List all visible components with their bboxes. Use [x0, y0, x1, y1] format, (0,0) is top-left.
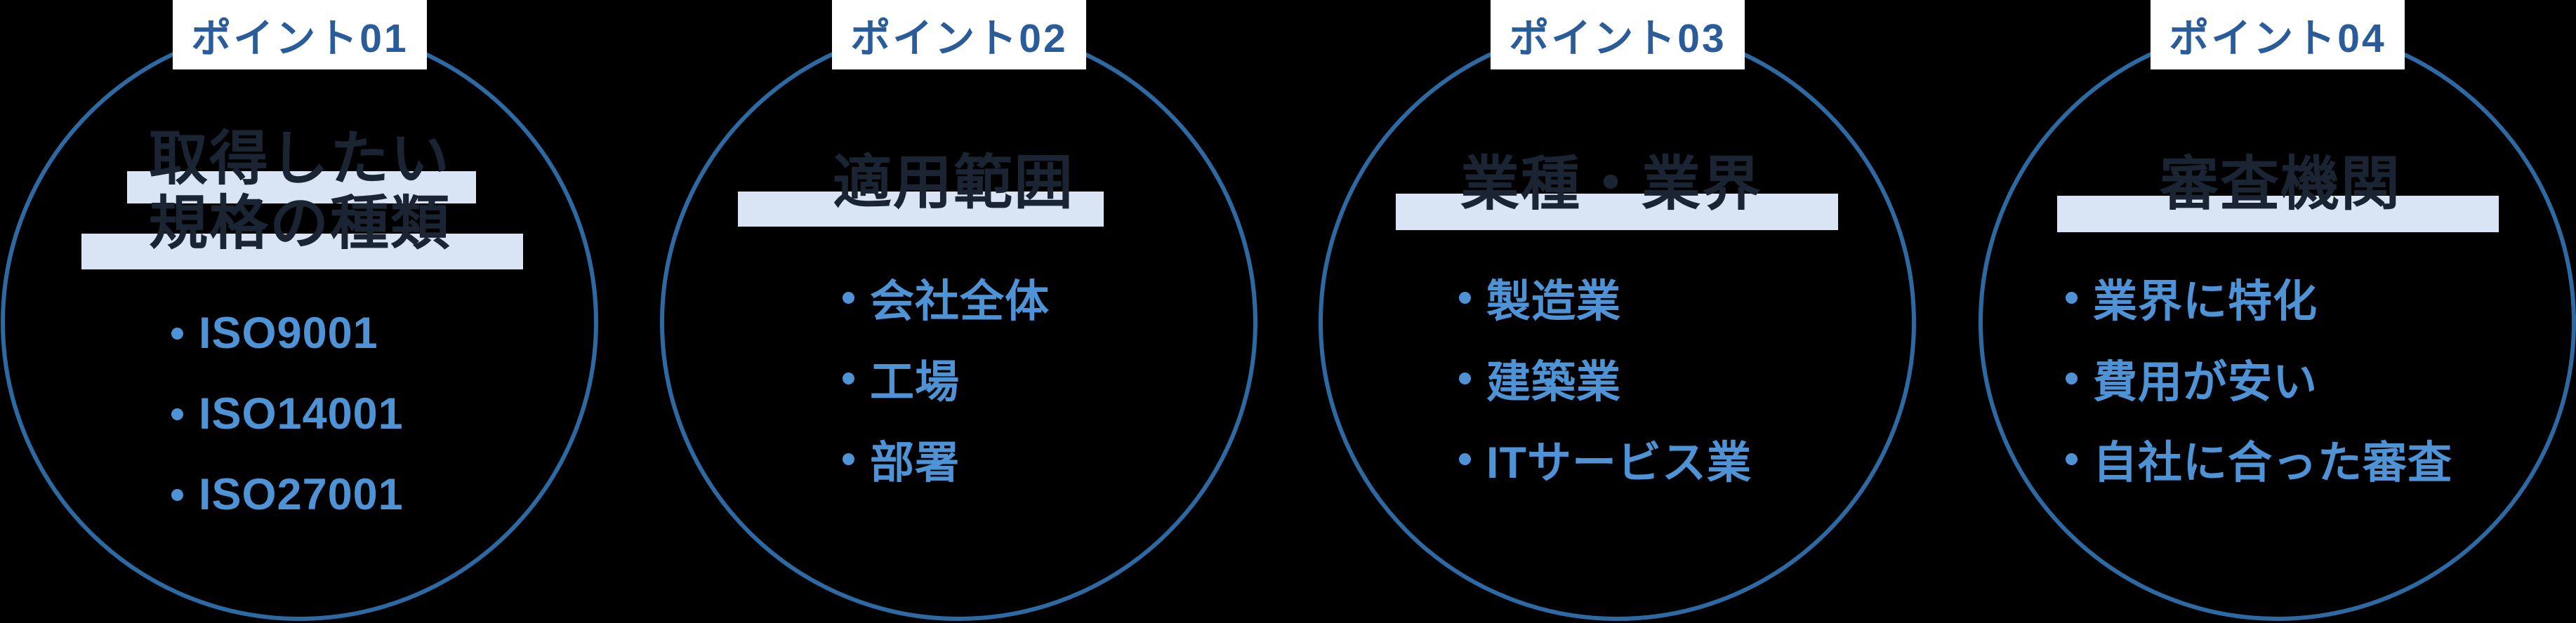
item-label: ISO9001 — [199, 309, 378, 358]
heading-line: 取得したい — [148, 126, 451, 192]
list-item: ISO27001 — [171, 469, 404, 520]
heading-highlight — [738, 192, 1104, 227]
heading-line: 業種・業界 — [1460, 151, 1762, 217]
item-label: 業界に特化 — [2093, 276, 2318, 326]
heading-highlight — [1396, 194, 1838, 230]
heading-highlight — [2057, 196, 2499, 232]
bullet-dot-icon — [2066, 372, 2078, 384]
bullet-dot-icon — [171, 327, 183, 340]
point-heading: 適用範囲 — [729, 150, 1178, 215]
bullet-dot-icon — [843, 372, 854, 384]
badge-label: ポイント02 — [850, 15, 1068, 61]
bullet-dot-icon — [843, 291, 854, 304]
item-label: 製造業 — [1486, 276, 1621, 326]
list-item: 自社に合った審査 — [2066, 434, 2452, 488]
point-heading: 審査機関 — [2056, 152, 2505, 216]
heading-highlight — [81, 234, 523, 269]
point-heading: 業種・業界 — [1387, 152, 1836, 216]
item-label: 自社に合った審査 — [2093, 438, 2452, 488]
list-item: 費用が安い — [2066, 353, 2318, 407]
list-item: 部署 — [843, 434, 960, 488]
badge-label: ポイント01 — [191, 15, 409, 61]
bullet-dot-icon — [1459, 372, 1471, 384]
item-label: ITサービス業 — [1486, 438, 1752, 488]
item-label: ISO27001 — [199, 470, 404, 519]
list-item: ITサービス業 — [1459, 434, 1752, 488]
point-badge: ポイント04 — [2151, 0, 2405, 69]
bullet-dot-icon — [1459, 453, 1471, 465]
bullet-dot-icon — [1459, 291, 1471, 304]
point-badge: ポイント01 — [173, 0, 427, 69]
badge-label: ポイント04 — [2169, 15, 2386, 61]
item-label: 工場 — [870, 357, 960, 407]
bullet-dot-icon — [2066, 291, 2078, 304]
item-label: ISO14001 — [199, 389, 404, 438]
point-badge: ポイント02 — [832, 0, 1086, 69]
item-label: 会社全体 — [870, 276, 1050, 326]
badge-label: ポイント03 — [1509, 15, 1726, 61]
heading-line: 審査機関 — [2159, 151, 2401, 217]
heading-highlight — [127, 171, 476, 203]
list-item: 製造業 — [1459, 272, 1621, 326]
bullet-dot-icon — [843, 453, 854, 465]
heading-line: 適用範囲 — [832, 149, 1074, 215]
list-item: ISO14001 — [171, 389, 404, 439]
item-label: 部署 — [870, 438, 960, 488]
list-item: ISO9001 — [171, 308, 378, 359]
list-item: 会社全体 — [843, 272, 1050, 326]
list-item: 業界に特化 — [2066, 272, 2318, 326]
point-badge: ポイント03 — [1491, 0, 1745, 69]
list-item: 建築業 — [1459, 353, 1621, 407]
point-heading: 取得したい 規格の種類 — [75, 126, 524, 255]
item-label: 建築業 — [1486, 357, 1621, 407]
bullet-dot-icon — [171, 408, 183, 420]
heading-line: 規格の種類 — [148, 190, 451, 256]
bullet-dot-icon — [171, 488, 183, 501]
bullet-dot-icon — [2066, 453, 2078, 465]
list-item: 工場 — [843, 353, 960, 407]
item-label: 費用が安い — [2093, 357, 2318, 407]
